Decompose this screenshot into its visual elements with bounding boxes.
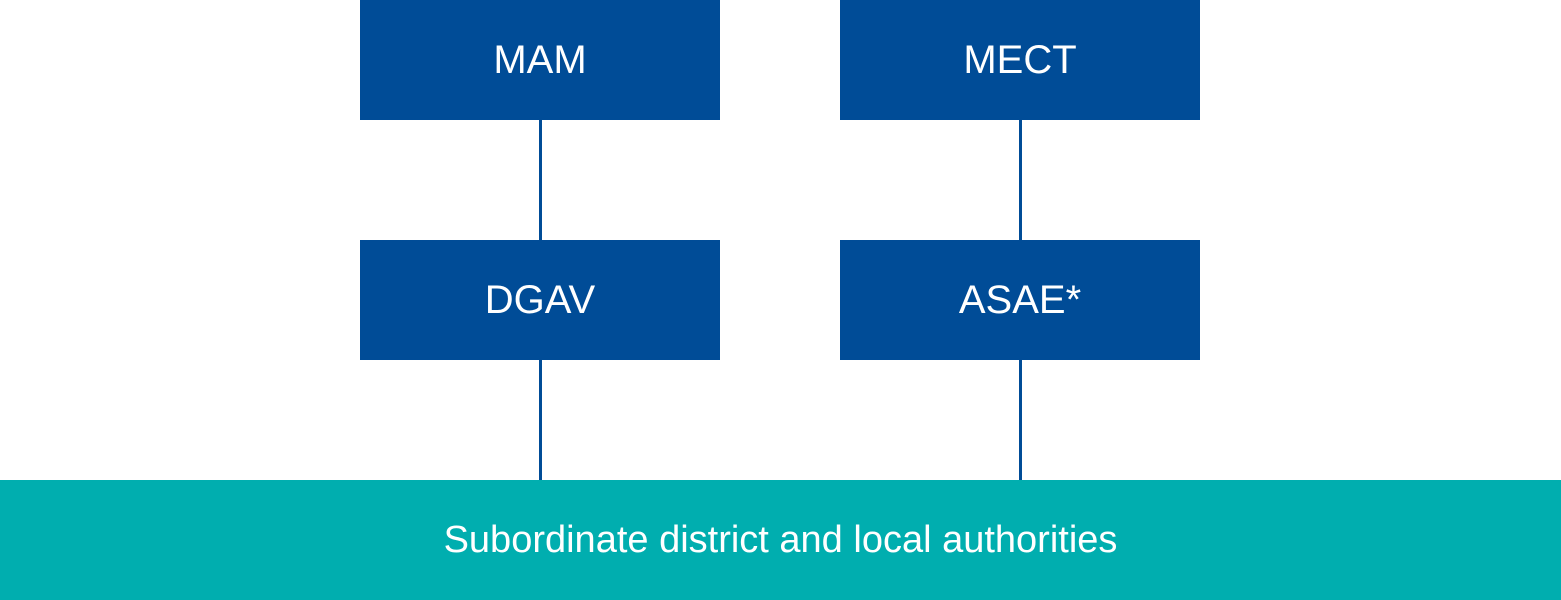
connector-mam-dgav xyxy=(539,120,542,240)
node-label: MAM xyxy=(493,37,587,82)
node-asae: ASAE* xyxy=(840,240,1200,360)
connector-dgav-authorities xyxy=(539,360,542,480)
connector-asae-authorities xyxy=(1019,360,1022,480)
node-mam: MAM xyxy=(360,0,720,120)
connector-mect-asae xyxy=(1019,120,1022,240)
node-label: DGAV xyxy=(484,277,596,322)
node-mect: MECT xyxy=(840,0,1200,120)
node-label: ASAE* xyxy=(958,277,1082,322)
node-label: MECT xyxy=(963,37,1077,82)
node-dgav: DGAV xyxy=(360,240,720,360)
bar-label: Subordinate district and local authoriti… xyxy=(443,518,1118,561)
node-subordinate-authorities: Subordinate district and local authoriti… xyxy=(0,480,1561,600)
